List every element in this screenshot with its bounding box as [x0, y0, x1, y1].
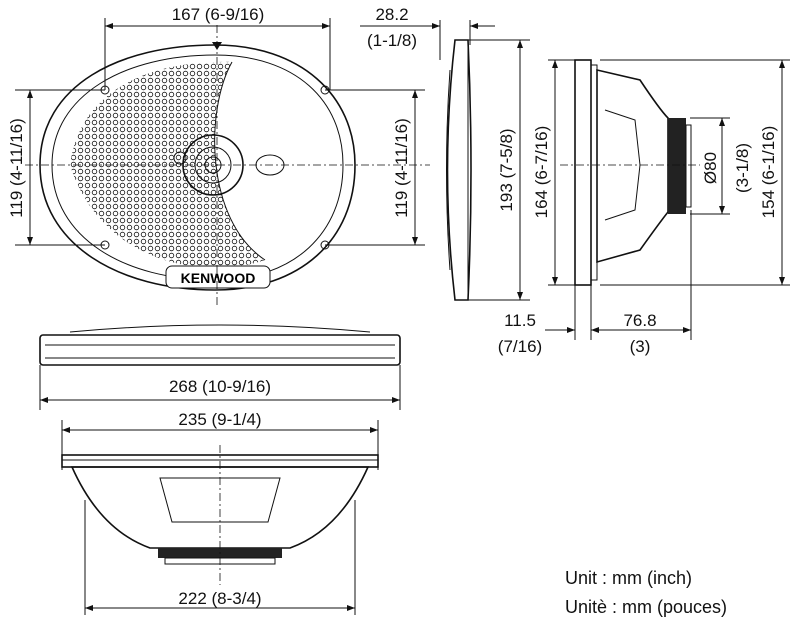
unit-label-english: Unit : mm (inch) [565, 568, 692, 588]
magnet-diameter-in-label: (3-1/8) [733, 143, 752, 193]
kenwood-logo: KENWOOD [181, 270, 256, 286]
overall-width-label: 268 (10-9/16) [169, 377, 271, 396]
side-height-label: 193 (7-5/8) [497, 128, 516, 211]
front-view: KENWOOD [25, 25, 430, 305]
depth-mm-label: 76.8 [623, 311, 656, 330]
magnet-diameter-mm-label: Ø80 [701, 152, 720, 184]
flange-thickness-mm-label: 11.5 [504, 311, 536, 330]
depth-view [560, 59, 700, 286]
mount-depth-in-label: (1-1/8) [367, 31, 417, 50]
side-view [446, 39, 472, 301]
front-height-left-label: 119 (4-11/16) [7, 118, 26, 218]
cutout-height-label: 154 (6-1/16) [759, 126, 778, 219]
front-height-right-label: 119 (4-11/16) [392, 118, 411, 218]
cutout-width-label: 235 (9-1/4) [178, 410, 261, 429]
basket-width-label: 222 (8-3/4) [178, 589, 261, 608]
unit-label-french: Unitè : mm (pouces) [565, 597, 727, 617]
basket-height-label: 164 (6-7/16) [532, 126, 551, 219]
flange-thickness-in-label: (7/16) [498, 337, 542, 356]
top-profile-view [39, 324, 401, 366]
depth-in-label: (3) [630, 337, 651, 356]
bottom-view [61, 445, 379, 585]
mount-depth-mm-label: 28.2 [375, 5, 408, 24]
grille-width-label: 167 (6-9/16) [172, 5, 265, 24]
